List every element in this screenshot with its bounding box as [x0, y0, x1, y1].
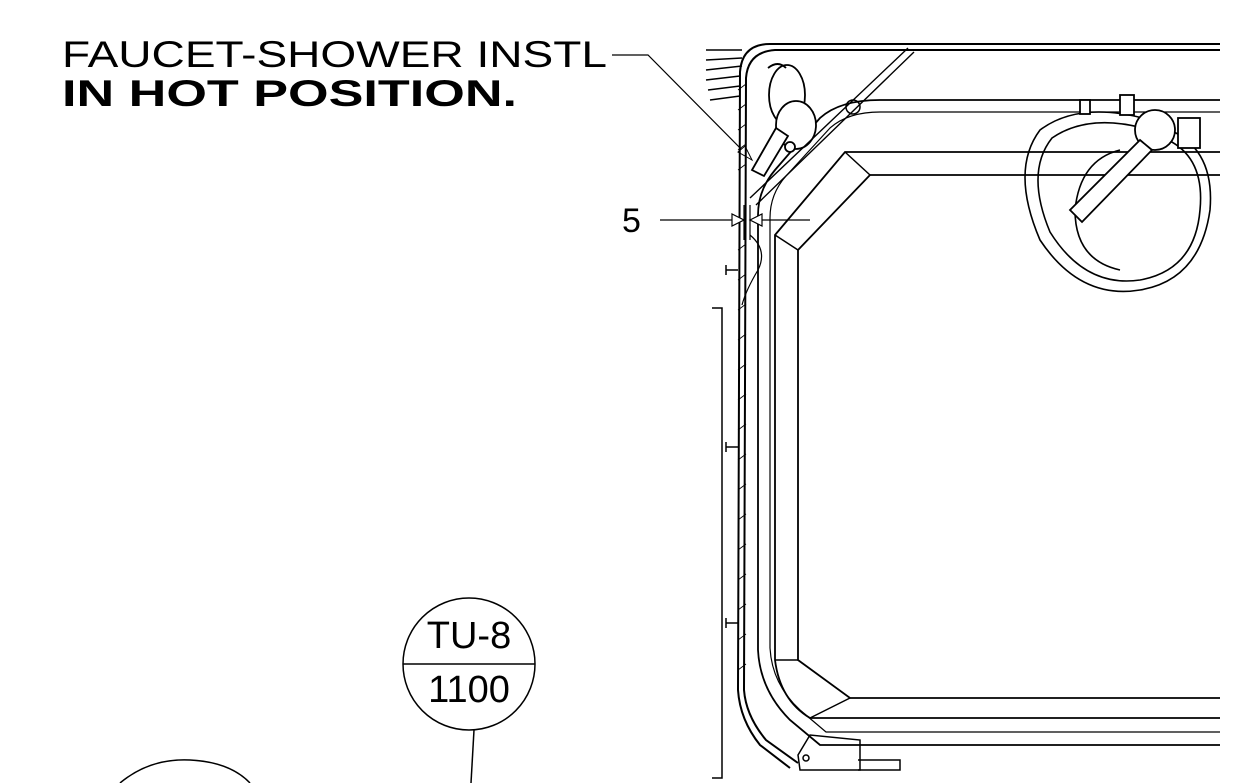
detail-bubble-leader	[470, 729, 475, 783]
tray-outer-2	[769, 111, 1220, 733]
dimension-lines	[660, 205, 810, 240]
housing-outline	[736, 43, 1220, 769]
detail-bubble-top: TU-8	[427, 615, 511, 657]
faucet-assembly	[750, 63, 817, 178]
callout-leader-line	[612, 54, 753, 161]
detail-bubble-bottom: 1100	[428, 669, 510, 711]
tray-bevel-lines	[774, 151, 871, 719]
callout-line-1: FAUCET-SHOWER INSTL	[62, 34, 607, 75]
dimension-value: 5	[622, 202, 641, 240]
partial-bubble	[119, 759, 251, 783]
wire-bundle	[705, 49, 743, 101]
pipe-line-2	[755, 51, 915, 206]
wall-hatching	[737, 83, 747, 671]
pipe-line	[749, 47, 909, 199]
extent-bracket	[712, 307, 723, 779]
wall-fasteners	[725, 265, 738, 628]
bottom-brackets	[797, 734, 901, 771]
tray-inner-rim	[774, 151, 1220, 719]
tray-outer	[757, 99, 1220, 746]
callout-line-2: IN HOT POSITION.	[62, 73, 517, 114]
shower-head	[1068, 94, 1201, 224]
tray-inner-opening	[797, 174, 1220, 699]
dimension-leader-curve	[741, 234, 763, 306]
detail-bubble: TU-8 1100	[402, 597, 536, 731]
